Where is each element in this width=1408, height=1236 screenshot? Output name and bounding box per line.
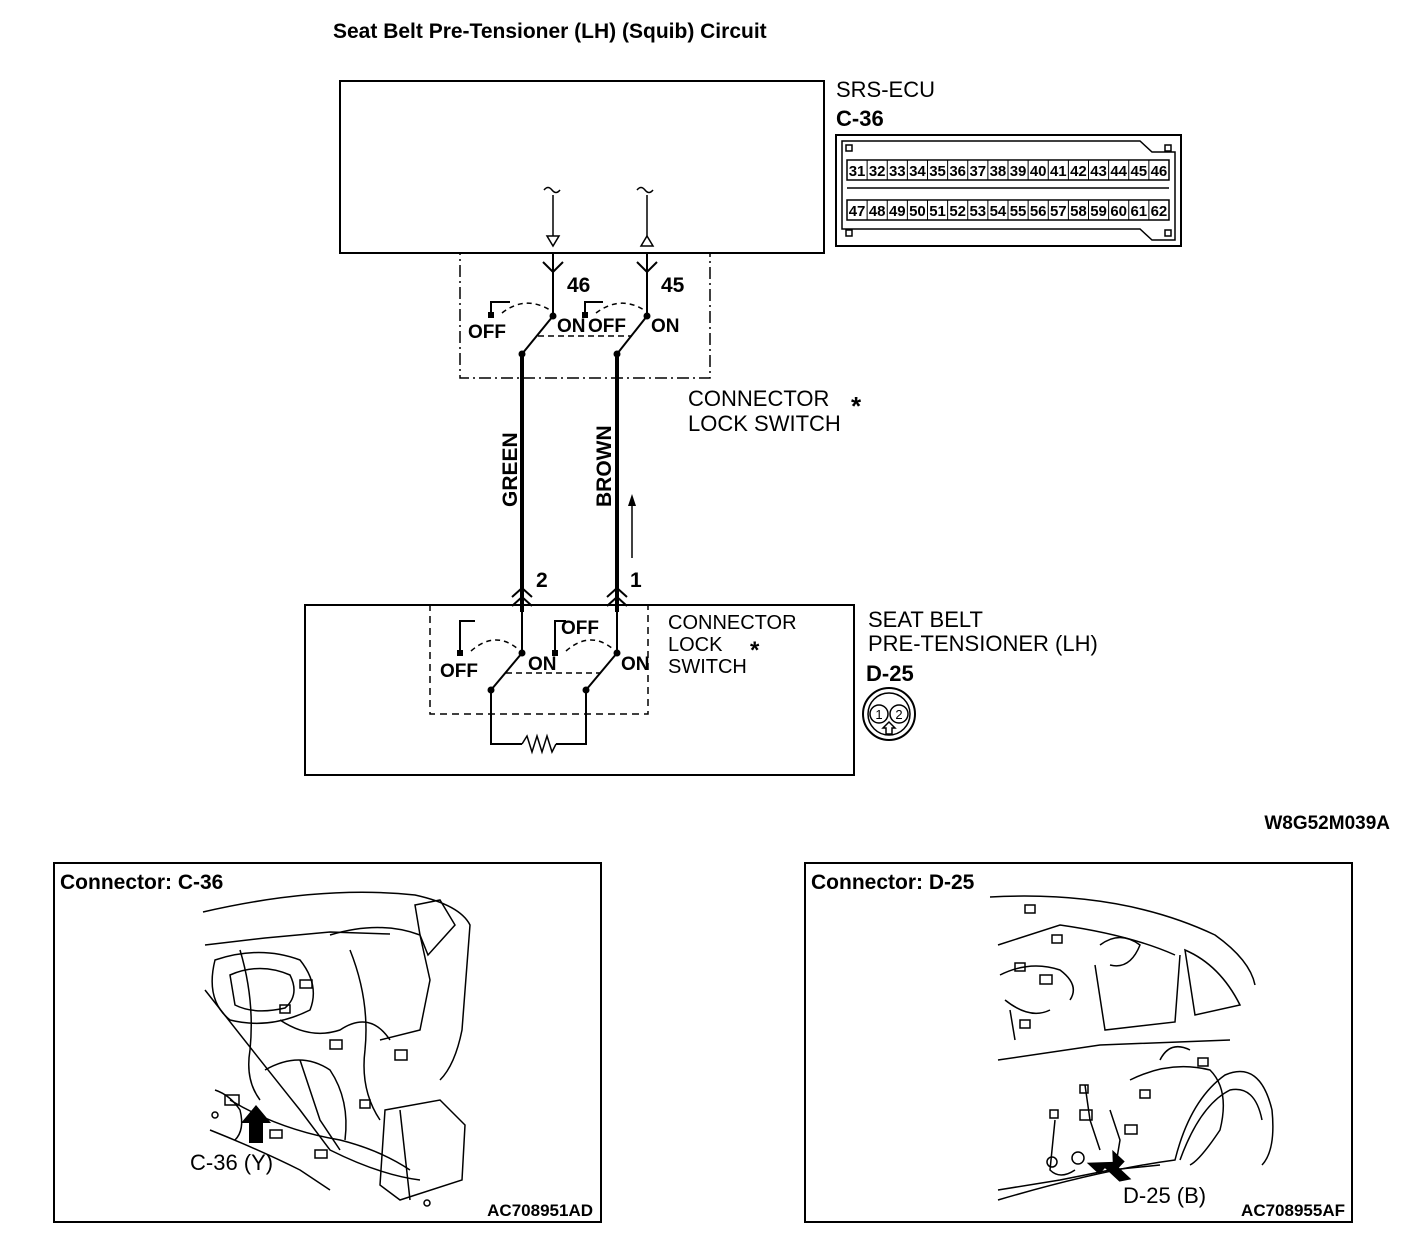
ecu-pin-number: 54 <box>990 203 1007 220</box>
pin-45-label: 45 <box>661 274 685 297</box>
ecu-pin-number: 37 <box>969 163 986 180</box>
d25-pointer-arrow-icon <box>1086 1149 1132 1182</box>
upper-off-right: OFF <box>588 316 626 337</box>
ecu-pin-number: 38 <box>990 163 1007 180</box>
upper-on-right: ON <box>651 316 680 337</box>
ecu-pin-number: 53 <box>969 203 986 220</box>
upper-lock-asterisk: * <box>851 391 862 421</box>
lower-lock-label-line2: LOCK <box>668 634 723 656</box>
ecu-pin-number: 52 <box>949 203 966 220</box>
lower-lock-asterisk: * <box>750 637 760 664</box>
ecu-pin-number: 58 <box>1070 203 1087 220</box>
d25-panel-code: AC708955AF <box>1241 1201 1345 1220</box>
ecu-pin-number: 41 <box>1050 163 1067 180</box>
ecu-pin-number: 50 <box>909 203 926 220</box>
c36-pointer-arrow-icon <box>241 1105 271 1143</box>
current-direction-arrow-icon <box>628 494 636 558</box>
lower-lock-label-line3: SWITCH <box>668 656 747 678</box>
upper-off-left: OFF <box>468 322 506 343</box>
lower-lock-label-line1: CONNECTOR <box>668 612 797 634</box>
ecu-lock-switch-box <box>459 252 711 379</box>
ecu-pin-number: 56 <box>1030 203 1047 220</box>
ecu-internal-leads <box>543 186 655 248</box>
wire-brown-label: BROWN <box>593 425 616 507</box>
ecu-pin-number: 60 <box>1110 203 1127 220</box>
pretensioner-label-line1: SEAT BELT <box>868 607 983 632</box>
ecu-pin-number: 44 <box>1110 163 1127 180</box>
lower-on-left: ON <box>528 654 557 675</box>
lower-on-right: ON <box>621 654 650 675</box>
c36-callout: C-36 (Y) <box>190 1150 273 1175</box>
wire-green-label: GREEN <box>499 432 522 507</box>
ecu-pin-number: 32 <box>869 163 886 180</box>
ecu-pin-number: 33 <box>889 163 906 180</box>
pretensioner-lock-switch-box <box>429 604 649 715</box>
srs-ecu-label: SRS-ECU <box>836 77 935 102</box>
diagram-code: W8G52M039A <box>1264 813 1390 834</box>
upper-lock-label-line1: CONNECTOR <box>688 386 829 411</box>
srs-ecu-box <box>339 80 825 254</box>
diagram-title: Seat Belt Pre-Tensioner (LH) (Squib) Cir… <box>333 20 767 43</box>
d25-callout: D-25 (B) <box>1123 1183 1206 1208</box>
d25-connector-face: 1 2 <box>862 687 916 741</box>
c36-panel-title: Connector: C-36 <box>60 871 223 894</box>
ecu-pin-number: 48 <box>869 203 886 220</box>
ecu-pin-number: 36 <box>949 163 966 180</box>
vehicle-body-illustration <box>989 895 1274 1201</box>
ecu-pin-number: 40 <box>1030 163 1047 180</box>
connector-c36-panel: Connector: C-36 <box>53 862 602 1223</box>
ecu-pin-marks <box>542 253 658 316</box>
ecu-pin-number: 59 <box>1090 203 1107 220</box>
ecu-pin-number: 34 <box>909 163 926 180</box>
upper-on-left: ON <box>557 316 586 337</box>
ecu-pin-number: 43 <box>1090 163 1107 180</box>
ecu-pin-number: 55 <box>1010 203 1027 220</box>
c36-panel-code: AC708951AD <box>487 1201 593 1220</box>
pretensioner-pin-marks <box>511 586 628 607</box>
upper-lock-label-line2: LOCK SWITCH <box>688 411 841 436</box>
connector-d25-panel: Connector: D-25 <box>804 862 1353 1223</box>
ecu-pin-number: 57 <box>1050 203 1067 220</box>
ecu-pin-number: 35 <box>929 163 946 180</box>
ecu-pin-number: 46 <box>1151 163 1168 180</box>
ecu-pin-number: 45 <box>1130 163 1147 180</box>
pin-46-label: 46 <box>567 274 590 297</box>
d25-panel-title: Connector: D-25 <box>811 871 975 894</box>
ecu-pin-number: 49 <box>889 203 906 220</box>
pin-1-label: 1 <box>630 569 642 592</box>
harness-wires <box>520 354 619 612</box>
ecu-connector-id: C-36 <box>836 106 884 131</box>
pretensioner-label-line2: PRE-TENSIONER (LH) <box>868 631 1098 656</box>
dashboard-illustration <box>202 891 471 1207</box>
ecu-pin-number: 47 <box>849 203 866 220</box>
d25-pin-2: 2 <box>895 707 902 722</box>
lower-off-left: OFF <box>440 661 478 682</box>
lower-off-upper: OFF <box>561 618 599 639</box>
pretensioner-connector-id: D-25 <box>866 661 914 686</box>
ecu-pin-number: 31 <box>849 163 866 180</box>
ecu-pin-number: 61 <box>1130 203 1147 220</box>
d25-pin-1: 1 <box>875 707 882 722</box>
ecu-pin-number: 39 <box>1010 163 1027 180</box>
ecu-pin-number: 62 <box>1151 203 1168 220</box>
lower-lock-switches <box>457 612 621 755</box>
pin-2-label: 2 <box>536 569 548 592</box>
ecu-pin-number: 42 <box>1070 163 1087 180</box>
ecu-pin-number: 51 <box>929 203 946 220</box>
